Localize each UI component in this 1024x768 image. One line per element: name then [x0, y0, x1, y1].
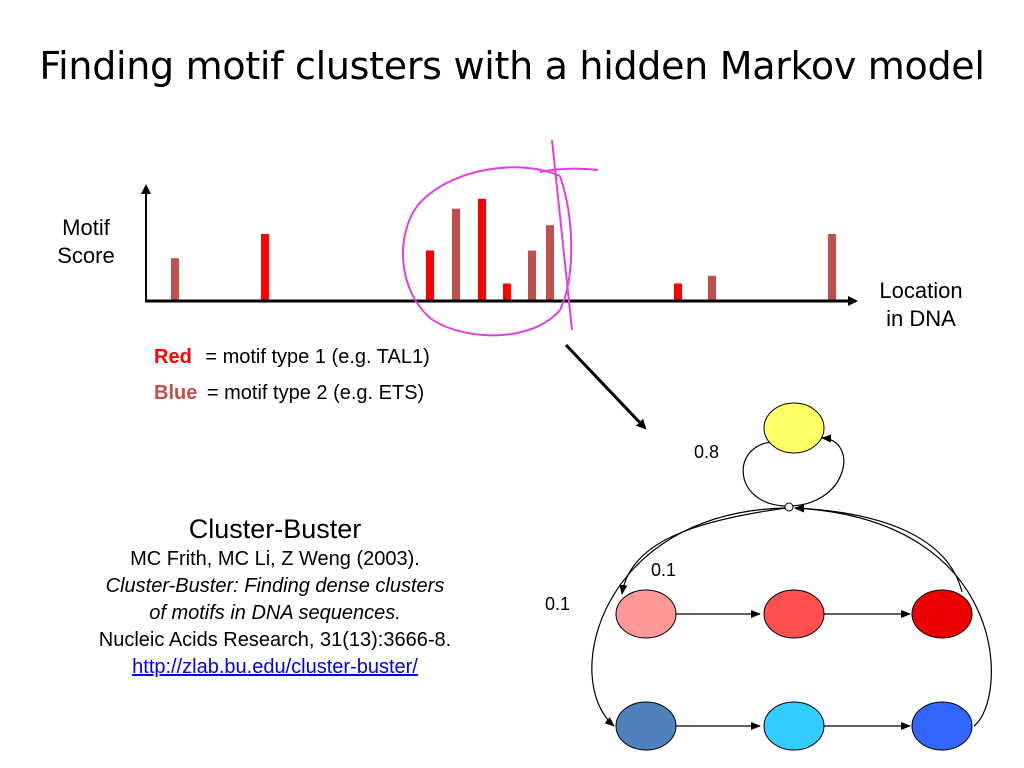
y-axis-label-line1: Motif [62, 215, 110, 240]
red-state-3 [911, 589, 973, 639]
blue-state-2 [763, 701, 825, 751]
citation-authors: MC Frith, MC Li, Z Weng (2003). [130, 548, 420, 570]
blue-motif-bar-4 [546, 225, 554, 300]
blue-motif-bar-5 [708, 275, 716, 300]
citation-title: Cluster-Buster [188, 514, 362, 544]
motif-score-bars [171, 198, 836, 300]
blue-motif-bar-3 [528, 250, 536, 300]
red-motif-bar-1 [261, 234, 269, 300]
blue-motif-bar-2 [452, 208, 460, 300]
red-motif-bar-5 [674, 283, 682, 300]
legend-blue-key: Blue [154, 382, 198, 404]
junction-node [784, 502, 794, 512]
x-axis-label-line1: Location [879, 278, 963, 303]
edge-red-return [794, 504, 963, 593]
red-state-1 [615, 589, 677, 639]
legend-type2: Blue = motif type 2 (e.g. ETS) [154, 382, 424, 405]
hmm-diagram: 0.8 0.1 0.1 [545, 402, 992, 751]
blue-state-3 [911, 701, 973, 751]
edge-to-red-track [619, 507, 787, 595]
y-axis-label-line2: Score [57, 243, 115, 268]
blue-motif-bar-6 [828, 234, 836, 300]
citation-journal: Nucleic Acids Research, 31(13):3666-8. [98, 629, 452, 651]
plot-to-hmm-arrow [564, 343, 647, 430]
citation-block: Cluster-Buster MC Frith, MC Li, Z Weng (… [40, 512, 510, 681]
annotation-mark [539, 139, 599, 331]
y-axis-label: Motif Score [46, 214, 126, 270]
edge-to-blue-track [591, 507, 787, 727]
legend-red-key: Red [154, 346, 192, 368]
citation-paper-line1: Cluster-Buster: Finding dense clusters [105, 575, 445, 597]
red-motif-bar-3 [478, 198, 486, 300]
red-state-2 [763, 589, 825, 639]
legend-red-text: = motif type 1 (e.g. TAL1) [205, 346, 430, 368]
slide-title: Finding motif clusters with a hidden Mar… [39, 44, 985, 88]
background-state [763, 402, 825, 454]
x-axis-label-line2: in DNA [886, 306, 956, 331]
citation-paper-line2: of motifs in DNA sequences. [149, 602, 401, 624]
x-axis-label: Location in DNA [866, 277, 976, 333]
blue-motif-bar-1 [171, 258, 179, 300]
annotation-circle [402, 166, 573, 337]
red-motif-bar-2 [426, 250, 434, 300]
blue-state-1 [615, 701, 677, 751]
prob-type2-label: 0.1 [545, 594, 570, 614]
prob-background-label: 0.8 [694, 442, 719, 462]
prob-type1-label: 0.1 [651, 560, 676, 580]
edge-blue-return [794, 504, 992, 727]
legend-blue-text: = motif type 2 (e.g. ETS) [206, 382, 425, 404]
legend-type1: Red = motif type 1 (e.g. TAL1) [154, 346, 430, 369]
citation-link[interactable]: http://zlab.bu.edu/cluster-buster/ [132, 656, 418, 678]
red-motif-bar-4 [503, 283, 511, 300]
